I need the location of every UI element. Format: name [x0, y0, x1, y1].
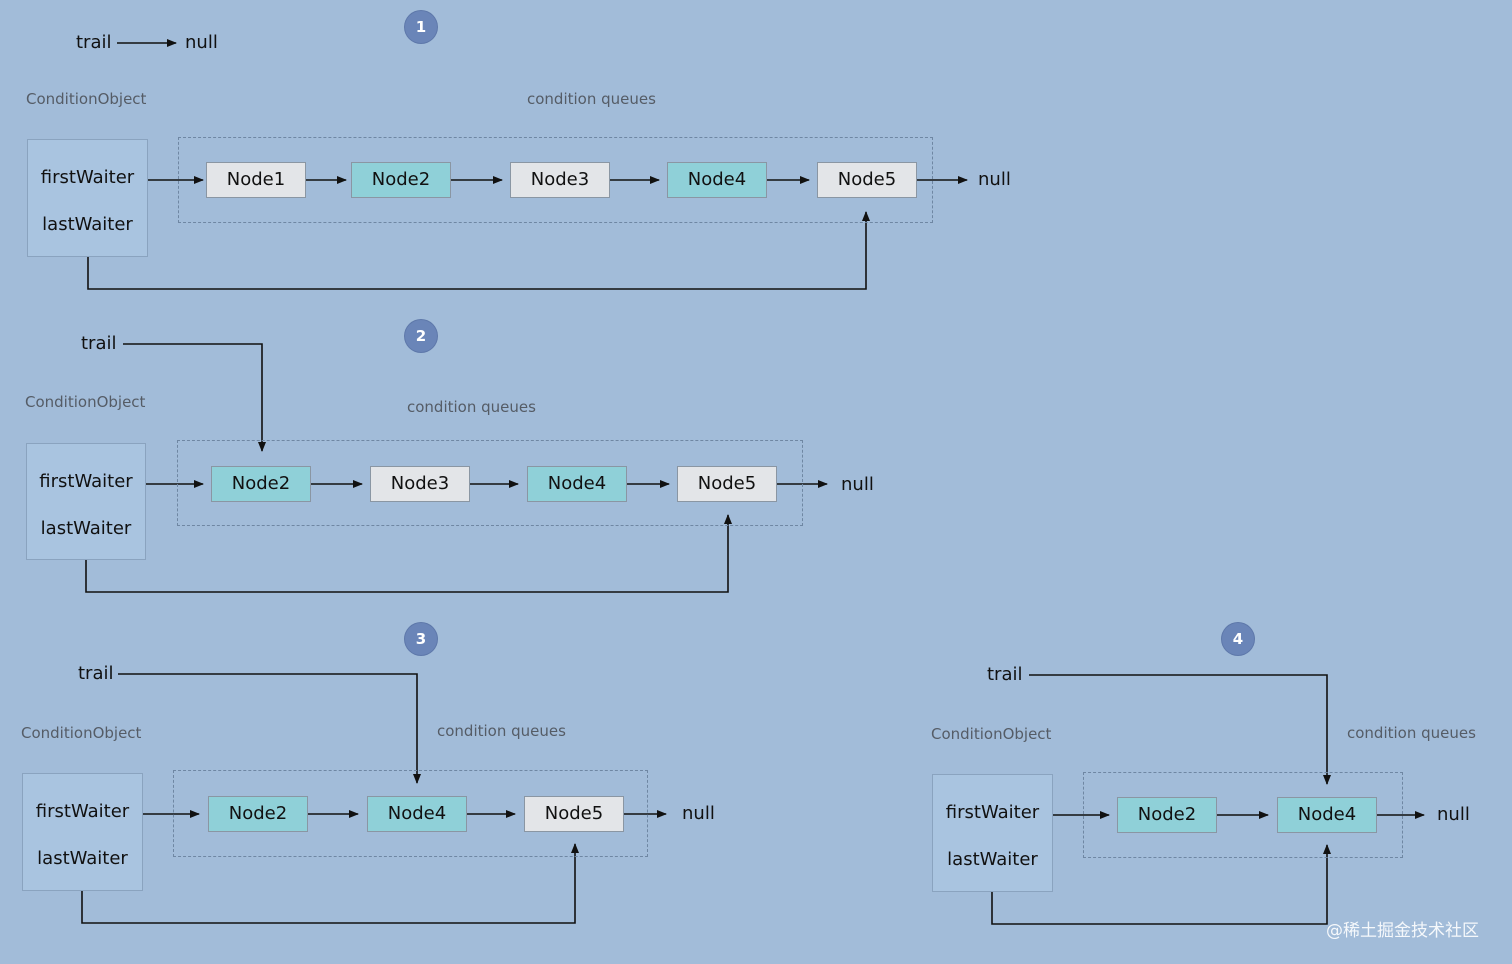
condition-queue-box — [173, 770, 648, 857]
first-waiter-field: firstWaiter — [39, 471, 133, 492]
step-badge: 4 — [1222, 623, 1254, 655]
queue-node: Node4 — [527, 466, 627, 502]
queue-node: Node5 — [524, 796, 624, 832]
tail-null-label: null — [1437, 804, 1470, 825]
last-waiter-field: lastWaiter — [40, 518, 132, 539]
last-waiter-arrow — [87, 211, 870, 290]
step-badge: 2 — [405, 320, 437, 352]
condition-object-label: ConditionObject — [21, 724, 142, 742]
condition-object-label: ConditionObject — [26, 90, 147, 108]
condition-queues-label: condition queues — [527, 90, 656, 108]
queue-node: Node2 — [351, 162, 451, 198]
last-waiter-arrow — [85, 514, 732, 593]
first-waiter-field: firstWaiter — [35, 801, 130, 822]
queue-node: Node4 — [367, 796, 467, 832]
last-waiter-field: lastWaiter — [42, 214, 133, 235]
condition-object-box: firstWaiter lastWaiter — [27, 139, 148, 257]
last-waiter-field: lastWaiter — [37, 848, 128, 869]
trail-label: trail — [81, 333, 117, 354]
trail-arrow — [123, 343, 266, 452]
trail-label: trail — [78, 663, 114, 684]
last-waiter-arrow — [81, 843, 579, 924]
queue-node: Node3 — [370, 466, 470, 502]
condition-object-label: ConditionObject — [25, 393, 146, 411]
queue-node: Node2 — [1117, 797, 1217, 833]
condition-queues-label: condition queues — [1347, 724, 1476, 742]
condition-queues-label: condition queues — [437, 722, 566, 740]
condition-queue-box — [1083, 772, 1403, 858]
last-waiter-arrow — [991, 844, 1331, 925]
queue-node: Node5 — [677, 466, 777, 502]
first-waiter-field: firstWaiter — [945, 802, 1040, 823]
tail-null-label: null — [682, 803, 715, 824]
condition-object-box: firstWaiter lastWaiter — [22, 773, 143, 891]
condition-queue-box — [177, 440, 803, 526]
queue-node: Node4 — [667, 162, 767, 198]
last-waiter-field: lastWaiter — [947, 849, 1038, 870]
tail-null-label: null — [841, 474, 874, 495]
queue-node: Node2 — [208, 796, 308, 832]
trail-null-label: null — [185, 32, 218, 53]
queue-node: Node1 — [206, 162, 306, 198]
step-badge: 1 — [405, 11, 437, 43]
queue-node: Node2 — [211, 466, 311, 502]
condition-queue-box — [178, 137, 933, 223]
condition-object-box: firstWaiter lastWaiter — [26, 443, 146, 560]
condition-queues-label: condition queues — [407, 398, 536, 416]
trail-arrow — [118, 673, 421, 784]
tail-null-label: null — [978, 169, 1011, 190]
queue-node: Node5 — [817, 162, 917, 198]
condition-object-box: firstWaiter lastWaiter — [932, 774, 1053, 892]
queue-node: Node4 — [1277, 797, 1377, 833]
condition-object-label: ConditionObject — [931, 725, 1052, 743]
trail-label: trail — [76, 32, 112, 53]
step-badge: 3 — [405, 623, 437, 655]
trail-label: trail — [987, 664, 1023, 685]
first-waiter-field: firstWaiter — [40, 167, 135, 188]
trail-arrow — [1029, 674, 1331, 785]
watermark: @稀土掘金技术社区 — [1326, 921, 1479, 941]
queue-node: Node3 — [510, 162, 610, 198]
